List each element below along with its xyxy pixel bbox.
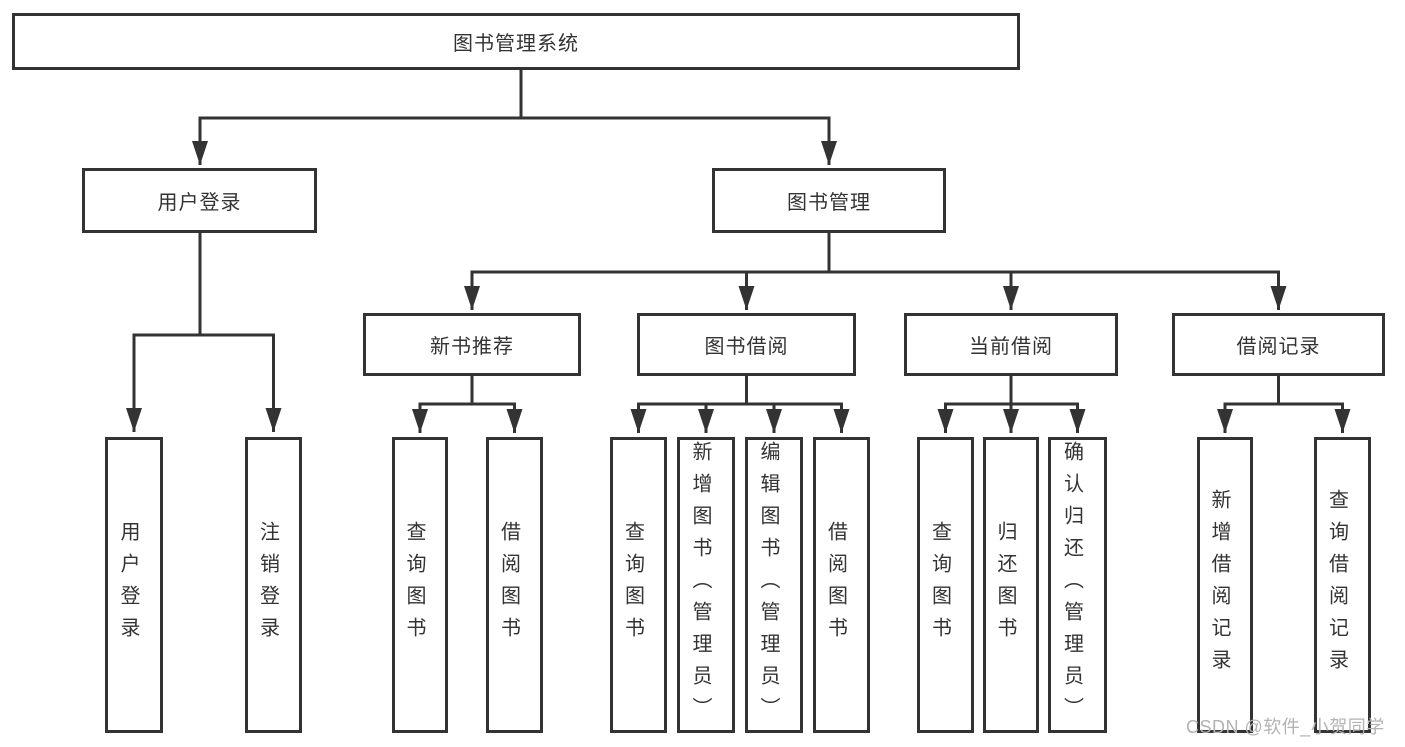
leaf-edit-book-admin: 编辑图书（管理员） <box>745 437 803 733</box>
node-label: 查询图书 <box>928 521 951 649</box>
node-label: 新书推荐 <box>430 336 514 358</box>
node-book-management: 图书管理 <box>712 168 946 233</box>
node-label: 借阅记录 <box>1236 336 1321 358</box>
leaf-logout: 注销登录 <box>245 437 302 733</box>
leaf-borrow-books-2: 借阅图书 <box>813 437 870 733</box>
node-label: 用户登录 <box>117 521 139 649</box>
leaf-add-borrow-record: 新增借阅记录 <box>1197 437 1253 733</box>
node-label: 图书借阅 <box>704 336 789 358</box>
leaf-query-books-1: 查询图书 <box>392 437 448 733</box>
leaf-user-login: 用户登录 <box>105 437 163 733</box>
node-label: 查询图书 <box>621 521 644 649</box>
node-user-login: 用户登录 <box>82 168 317 233</box>
leaf-add-book-admin: 新增图书（管理员） <box>677 437 735 733</box>
node-label: 查询图书 <box>403 521 425 649</box>
node-label: 用户登录 <box>157 192 242 214</box>
node-label: 借阅图书 <box>824 521 847 649</box>
leaf-query-books-2: 查询图书 <box>610 437 667 733</box>
node-label: 图书管理 <box>787 192 871 214</box>
node-label: 归还图书 <box>994 521 1016 649</box>
node-new-book-recommend: 新书推荐 <box>363 313 581 376</box>
node-label: 新增借阅记录 <box>1208 489 1230 681</box>
node-label: 新增图书（管理员） <box>689 441 711 729</box>
node-book-borrowing: 图书借阅 <box>637 313 856 376</box>
leaf-confirm-return-admin: 确认归还（管理员） <box>1048 437 1107 733</box>
leaf-return-book: 归还图书 <box>983 437 1039 733</box>
leaf-query-borrow-record: 查询借阅记录 <box>1314 437 1371 733</box>
node-label: 图书管理系统 <box>453 33 579 55</box>
watermark-text: CSDN @软件_小贺同学 <box>1186 717 1385 737</box>
node-library-management-system: 图书管理系统 <box>12 13 1020 70</box>
node-label: 查询借阅记录 <box>1325 489 1348 681</box>
node-current-borrowing: 当前借阅 <box>904 313 1118 376</box>
node-label: 借阅图书 <box>497 521 520 649</box>
leaf-borrow-books-1: 借阅图书 <box>486 437 543 733</box>
node-label: 编辑图书（管理员） <box>757 441 779 729</box>
node-label: 确认归还（管理员） <box>1060 441 1083 729</box>
node-borrowing-records: 借阅记录 <box>1172 313 1385 376</box>
node-label: 注销登录 <box>256 521 279 649</box>
leaf-query-books-3: 查询图书 <box>917 437 974 733</box>
node-label: 当前借阅 <box>969 336 1053 358</box>
